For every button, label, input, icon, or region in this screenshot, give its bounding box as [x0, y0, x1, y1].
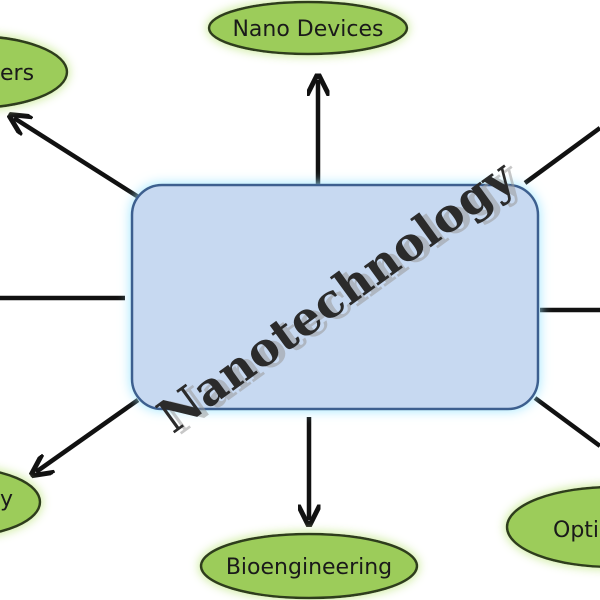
node-bioengineering-label: Bioengineering: [226, 555, 392, 580]
arrow-to-top-left-node: [14, 118, 142, 200]
arrow-to-bottom-left-node: [36, 398, 140, 472]
connectors: [0, 80, 600, 520]
node-bioengineering: Bioengineering: [199, 532, 419, 600]
node-top-left-ellipse: [0, 36, 69, 108]
node-bottom-right-label: Opti: [553, 518, 599, 543]
node-nano-devices-ellipse: [207, 0, 409, 56]
line-up-right: [523, 126, 600, 185]
node-nano-devices: Nano Devices: [207, 0, 409, 56]
node-bottom-right-ellipse: [505, 486, 600, 568]
line-to-bottom-right-node: [533, 396, 600, 448]
node-bottom-left-ellipse: [0, 471, 42, 533]
node-bottom-left: y: [0, 471, 42, 533]
node-nano-devices-label: Nano Devices: [232, 17, 383, 42]
center-box: [130, 183, 540, 411]
node-bottom-left-label: y: [0, 487, 13, 512]
node-top-left: ers: [0, 36, 69, 108]
node-top-left-label: ers: [0, 61, 34, 86]
node-bottom-right: Opti: [505, 486, 600, 568]
center-node: Nanotechnology Nanotechnology: [130, 149, 540, 445]
node-bioengineering-ellipse: [199, 532, 419, 600]
